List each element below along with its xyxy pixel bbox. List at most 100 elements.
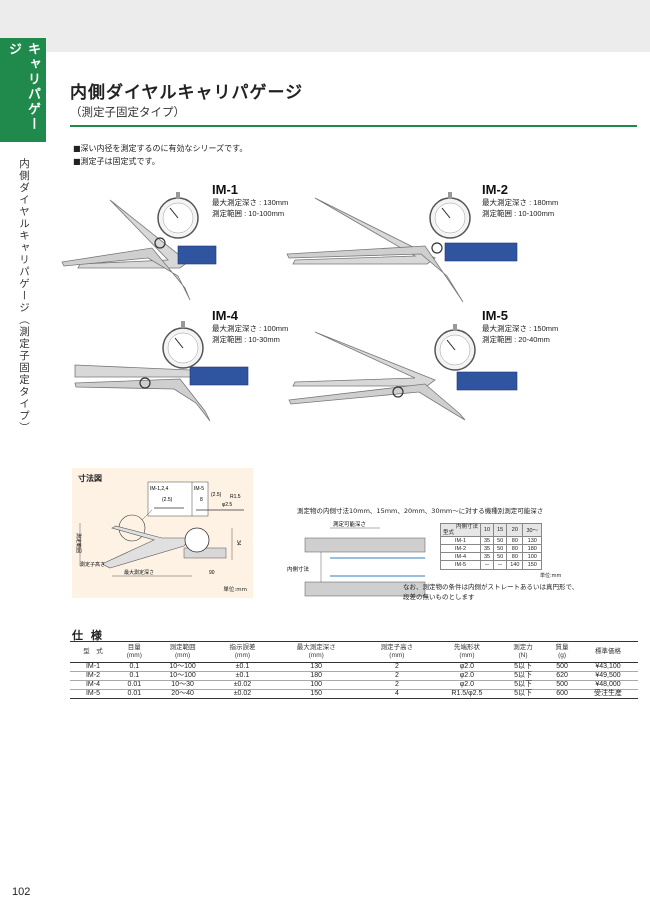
spec-cell: IM-2 (70, 671, 116, 681)
title-rule (70, 125, 637, 127)
depth-cell: 140 (506, 560, 524, 570)
label-measurable-depth: 測定可能深さ (333, 520, 366, 528)
depth-cell: 35 (479, 552, 495, 561)
spec-cell: 5以下 (500, 662, 547, 672)
depth-cell: 50 (493, 544, 508, 553)
im5-gauge-illustration (288, 324, 518, 421)
label-range: 測定範囲 (75, 533, 82, 553)
im1-gauge-illustration (61, 192, 217, 301)
depth-cell: 80 (506, 552, 524, 561)
model-range: 測定範囲 : 10-30mm (212, 335, 280, 344)
depth-cell: 50 (493, 536, 508, 545)
spec-cell: 2 (360, 662, 434, 672)
spec-header-unit: (mm) (175, 652, 191, 659)
dimension-drawing: IM-1,2,4 IM-5 (2.5) (2.5) R1.5 φ2.5 8 測定… (75, 481, 244, 577)
model-range: 測定範囲 : 10-100mm (212, 209, 285, 218)
model-range: 測定範囲 : 10-100mm (482, 209, 555, 218)
im4-gauge-illustration (74, 321, 249, 422)
spec-table: 型 式目量(mm)測定範囲(mm)指示誤差(mm)最大測定深さ(mm)測定子高さ… (70, 641, 638, 699)
spec-cell: ±0.02 (212, 680, 273, 690)
depth-cell: 130 (522, 536, 543, 545)
spec-cell: φ2.0 (433, 671, 501, 681)
model-im5: IM-5 最大測定深さ : 150mm 測定範囲 : 20-40mm (482, 308, 558, 345)
dim-r15: R1.5 (230, 494, 241, 500)
spec-header-row: 型 式目量(mm)測定範囲(mm)指示誤差(mm)最大測定深さ(mm)測定子高さ… (70, 641, 638, 663)
spec-cell: ¥43,100 (578, 662, 638, 672)
spec-cell: 5以下 (500, 680, 547, 690)
spec-cell: ±0.1 (212, 662, 273, 672)
depth-col: 10 (479, 523, 495, 537)
label-tip-height: 測定子高さ (80, 561, 105, 568)
table-row: IM-5 － － 140 150 (440, 560, 543, 570)
depth-note-text: なお、測定物の条件は内側がストレートあるいは真円形で、段差の無いものとします (403, 583, 579, 601)
spec-cell: 2 (360, 680, 434, 690)
table-row: IM-2 35 50 80 180 (440, 544, 543, 553)
feature-item: ■測定子は固定式です。 (73, 157, 160, 166)
dimension-diagram: 寸法図 IM-1,2,4 IM-5 (2.5) (2.5) R1.5 φ2.5 … (72, 468, 253, 598)
model-depth: 最大測定深さ : 100mm (212, 324, 289, 333)
spec-cell: 0.1 (115, 671, 153, 681)
depth-col: 15 (493, 523, 508, 537)
depth-cell: 180 (522, 544, 543, 553)
spec-cell: 5以下 (500, 671, 547, 681)
spec-cell: 100 (272, 680, 361, 690)
spec-header-unit: (mm) (308, 652, 324, 659)
spec-header-cell: 測定力(N) (500, 641, 547, 663)
spec-cell: 500 (546, 680, 579, 690)
model-depth: 最大測定深さ : 150mm (482, 324, 559, 333)
spec-header-cell: 標準価格 (578, 641, 638, 663)
depth-cell: 50 (493, 552, 508, 561)
dimension-unit: 単位:mm (223, 587, 247, 593)
spec-header-label: 測定範囲 (169, 644, 196, 651)
spec-header-label: 測定力 (513, 644, 533, 651)
spec-header-cell: 型 式 (70, 641, 116, 663)
model-name: IM-1 (212, 182, 238, 197)
model-depth: 最大測定深さ : 130mm (212, 198, 289, 207)
spec-cell: 4 (360, 689, 434, 699)
label-im5: IM-5 (194, 486, 204, 492)
label-im124: IM-1,2,4 (150, 486, 169, 492)
dim-34: 34 (235, 540, 241, 546)
model-name: IM-4 (212, 308, 238, 323)
spec-cell: ±0.02 (212, 689, 273, 699)
spec-cell: 0.01 (115, 689, 153, 699)
spec-header-unit: (mm) (234, 652, 251, 659)
depth-note-title: 測定物の内側寸法10mm、15mm、20mm、30mm～に対する機種別測定可能深… (297, 507, 544, 515)
depth-table: 内側寸法 型式 10 15 20 30～ IM-1 35 50 80 130 I… (440, 523, 543, 570)
spec-cell: 150 (272, 689, 361, 699)
spec-cell: ±0.1 (212, 671, 273, 681)
section-tab[interactable]: キャリパゲージ (0, 38, 46, 142)
depth-table-unit: 単位:mm (540, 573, 562, 579)
spec-header-cell: 目量(mm) (115, 641, 153, 663)
spec-header-label: 型 式 (83, 648, 103, 655)
spec-header-cell: 測定子高さ(mm) (360, 641, 434, 663)
spec-cell: 20～40 (152, 689, 213, 699)
spec-header-label: 質量 (555, 644, 569, 651)
depth-model: IM-4 (440, 552, 481, 561)
depth-cell: 80 (506, 536, 524, 545)
spec-header-cell: 最大測定深さ(mm) (272, 641, 361, 663)
spec-cell: 500 (546, 662, 579, 672)
dim-90: 90 (209, 570, 215, 576)
feature-list: ■深い内径を測定するのに有効なシリーズです。 ■測定子は固定式です。 (73, 142, 247, 168)
spec-header-cell: 質量(g) (546, 641, 579, 663)
spec-cell: IM-1 (70, 662, 116, 672)
depth-cell: 80 (506, 544, 524, 553)
spec-cell: ¥48,000 (578, 680, 638, 690)
corner-bottom: 型式 (443, 530, 455, 536)
model-im4: IM-4 最大測定深さ : 100mm 測定範囲 : 10-30mm (212, 308, 288, 345)
spec-cell: 130 (272, 662, 361, 672)
dim-2-5-b: (2.5) (211, 492, 222, 498)
model-name: IM-2 (482, 182, 508, 197)
depth-cell: 35 (479, 536, 495, 545)
spec-header-unit: (mm) (126, 652, 142, 659)
spec-header-label: 目量 (127, 644, 141, 651)
spec-cell: 10～30 (152, 680, 213, 690)
spec-cell: 受注生産 (578, 689, 638, 699)
dim-8: 8 (200, 497, 203, 503)
im2-gauge-illustration (286, 192, 518, 303)
spec-cell: 10～100 (152, 662, 213, 672)
